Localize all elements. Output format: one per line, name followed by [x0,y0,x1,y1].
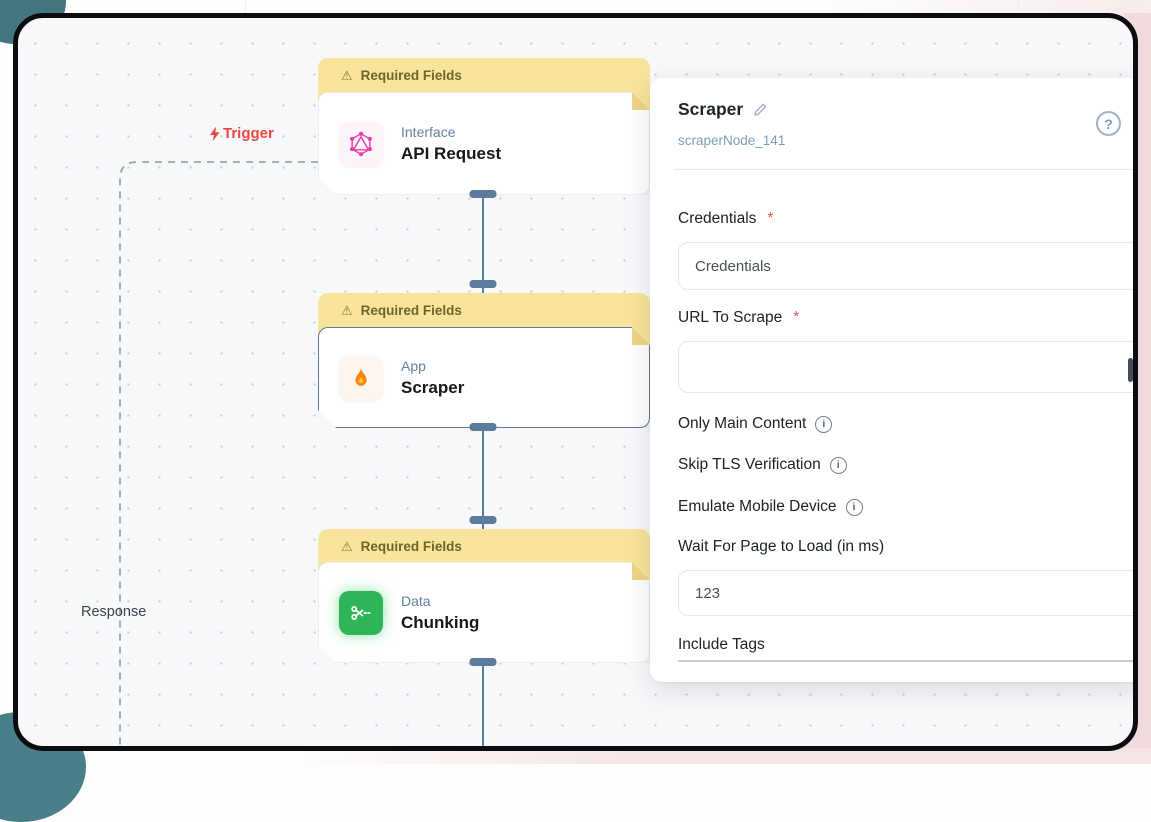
info-icon[interactable]: i [846,499,863,516]
include-tags-label: Include Tags [678,636,765,654]
node-category: App [401,358,464,374]
wait-for-page-load-input[interactable] [678,570,1138,616]
lightning-bolt-icon [209,126,221,142]
response-label: Response [81,604,146,620]
help-icon[interactable]: ? [1096,111,1121,136]
required-asterisk: * [767,210,773,228]
node-card-selected[interactable]: App Scraper [318,327,650,428]
banner-text: Required Fields [361,303,462,318]
only-main-content-label: Only Main Content i [678,415,832,433]
include-tags-input-edge [678,660,1138,662]
trigger-label-text: Trigger [223,125,274,142]
node-id-text: scraperNode_141 [678,133,785,148]
warning-triangle-icon: ⚠ [341,304,353,317]
workflow-canvas[interactable]: Trigger Response ⚠ Required Fields [13,13,1138,751]
node-title: API Request [401,144,501,164]
node-title: Chunking [401,613,479,633]
node-scraper[interactable]: ⚠ Required Fields App Scraper [318,293,650,428]
panel-scrollbar-thumb[interactable] [1128,358,1133,382]
node-card[interactable]: Interface API Request [318,92,650,195]
url-to-scrape-input[interactable] [678,341,1138,393]
url-to-scrape-label: URL To Scrape* [678,309,799,327]
background-seam-line [245,0,246,13]
warning-triangle-icon: ⚠ [341,69,353,82]
banner-text: Required Fields [361,539,462,554]
background-seam-line [1018,0,1019,13]
scissors-icon [339,591,383,635]
panel-title: Scraper [678,99,743,120]
graphql-icon [339,122,383,166]
node-config-panel: Scraper ? scraperNode_141 Credentials* U… [650,78,1138,682]
node-category: Data [401,593,479,609]
node-api-request[interactable]: ⚠ Required Fields Interface API [318,58,650,195]
emulate-mobile-device-label: Emulate Mobile Device i [678,498,863,516]
background-pink-gradient-top [831,0,1151,13]
edit-pencil-icon[interactable] [752,102,768,118]
warning-triangle-icon: ⚠ [341,540,353,553]
skip-tls-verification-label: Skip TLS Verification i [678,456,847,474]
trigger-label: Trigger [209,125,274,142]
node-chunking[interactable]: ⚠ Required Fields Data Chunking [318,529,650,663]
credentials-label: Credentials* [678,210,773,228]
banner-text: Required Fields [361,68,462,83]
node-card[interactable]: Data Chunking [318,562,650,663]
wait-for-page-load-label: Wait For Page to Load (in ms) [678,538,884,556]
credentials-input[interactable] [678,242,1138,290]
node-title: Scraper [401,378,464,398]
info-icon[interactable]: i [815,416,832,433]
panel-divider [674,169,1138,170]
info-icon[interactable]: i [830,457,847,474]
required-asterisk: * [793,309,799,327]
node-category: Interface [401,124,501,140]
flame-icon [339,356,383,400]
